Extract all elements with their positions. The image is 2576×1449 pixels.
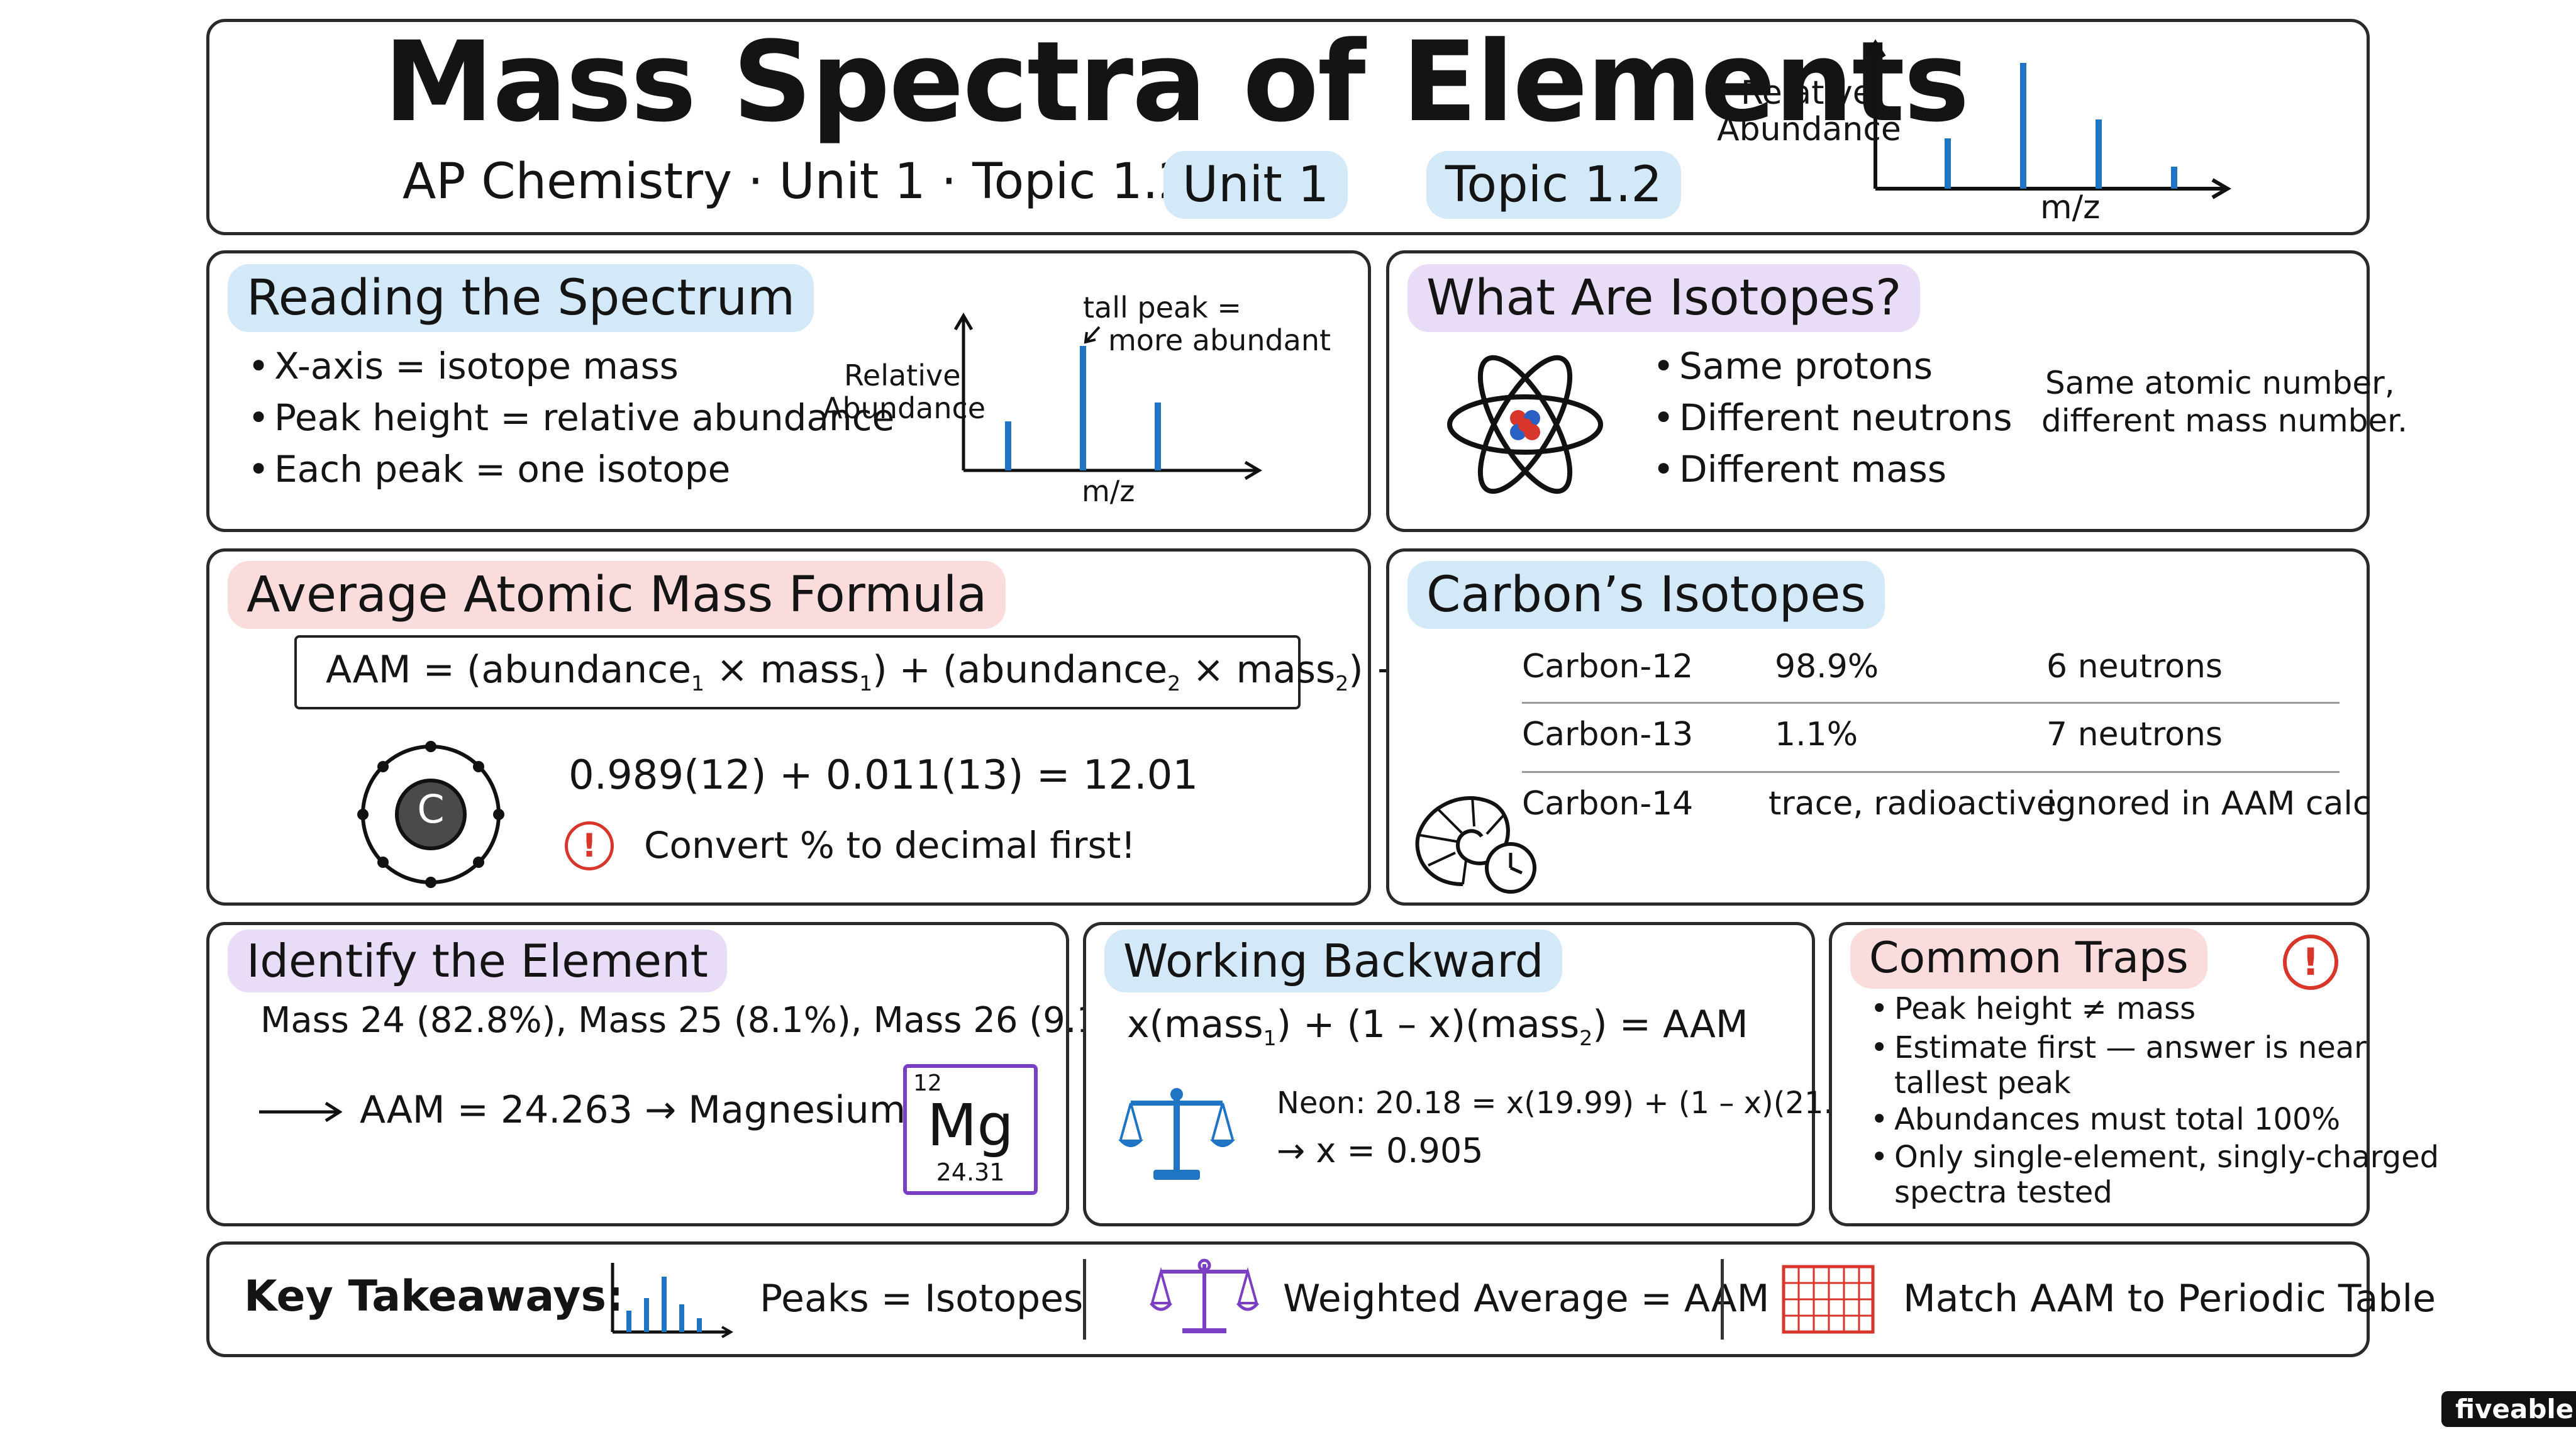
reading-graph-xlabel: m/z (1082, 474, 1135, 508)
identify-data-line: Mass 24 (82.8%), Mass 25 (8.1%), Mass 26… (260, 1000, 1146, 1041)
page-subtitle: AP Chemistry · Unit 1 · Topic 1.2 (402, 153, 1190, 210)
header-graph-xlabel: m/z (2040, 189, 2101, 226)
reading-bullet-1: X-axis = isotope mass (248, 345, 679, 387)
takeaways-label: Key Takeaways: (244, 1272, 624, 1321)
carbon-row-2-isotope: Carbon-13 (1522, 716, 1694, 753)
header-mass-spectrum-graph (1865, 39, 2231, 199)
identify-title: Identify the Element (228, 930, 727, 992)
reading-spectrum-graph (953, 313, 1262, 480)
trap-2-cont: tallest peak (1894, 1065, 2071, 1101)
carbon-row-2-abundance: 1.1% (1775, 716, 1858, 753)
trap-4-cont: spectra tested (1894, 1175, 2112, 1210)
backward-title: Working Backward (1104, 930, 1563, 992)
reading-graph-ylabel-1: Relative (844, 358, 961, 392)
takeaways-card (206, 1241, 2370, 1357)
trap-4: Only single-element, singly-charged (1870, 1140, 2439, 1175)
mg-atomic-mass: 24.31 (936, 1158, 1005, 1186)
identify-result: AAM = 24.263 → Magnesium (360, 1088, 906, 1132)
header-graph-ylabel-1: Relative (1741, 74, 1873, 112)
mg-symbol: Mg (927, 1092, 1014, 1159)
traps-title: Common Traps (1850, 928, 2207, 989)
reading-bullet-2: Peak height = relative abundance (248, 396, 894, 439)
carbon-row-2-note: 7 neutrons (2046, 716, 2223, 753)
trap-2: Estimate first — answer is near (1870, 1030, 2367, 1065)
isotopes-note-1: Same atomic number, (2045, 365, 2395, 401)
carbon-row-1-abundance: 98.9% (1775, 648, 1879, 686)
carbon-row-1-isotope: Carbon-12 (1522, 648, 1694, 686)
reading-annotation-2: more abundant (1108, 323, 1331, 357)
isotopes-note-2: different mass number. (2041, 402, 2408, 439)
carbon-atom-icon (357, 741, 504, 888)
aam-warning: Convert % to decimal first! (644, 824, 1136, 867)
traps-alert-icon: ! (2283, 935, 2338, 990)
mini-spectrum-icon (611, 1263, 734, 1338)
aam-title: Average Atomic Mass Formula (228, 561, 1006, 629)
unit-badge: Unit 1 (1163, 151, 1348, 219)
atom-icon (1447, 355, 1603, 494)
trap-1: Peak height ≠ mass (1870, 991, 2196, 1026)
isotopes-bullet-2: Different neutrons (1653, 396, 2012, 439)
topic-badge: Topic 1.2 (1426, 151, 1682, 219)
carbon-row-1-note: 6 neutrons (2046, 648, 2223, 686)
fossil-clock-icon (1415, 796, 1536, 894)
carbon-row-3-abundance: trace, radioactive (1768, 785, 2057, 823)
purple-scale-icon (1150, 1258, 1259, 1333)
aam-formula-box (294, 635, 1301, 709)
carbon-row-divider (1522, 771, 2340, 773)
periodic-table-icon (1782, 1265, 1875, 1334)
aam-example: 0.989(12) + 0.011(13) = 12.01 (569, 752, 1199, 799)
mg-element-tile (903, 1064, 1038, 1195)
header-graph-ylabel-2: Abundance (1717, 111, 1901, 148)
takeaway-3: Match AAM to Periodic Table (1903, 1277, 2436, 1321)
reading-bullet-3: Each peak = one isotope (248, 448, 730, 491)
takeaway-divider (1721, 1259, 1724, 1340)
backward-formula: x(mass1) + (1 – x)(mass2) = AAM (1127, 1002, 1748, 1050)
reading-graph-ylabel-2: Abundance (823, 391, 986, 425)
carbon-atom-symbol: C (417, 786, 445, 832)
isotopes-bullet-3: Different mass (1653, 448, 1946, 491)
carbon-row-3-note: ignored in AAM calc (2046, 785, 2371, 823)
reading-title: Reading the Spectrum (228, 264, 814, 332)
carbon-title: Carbon’s Isotopes (1407, 561, 1885, 629)
balance-scale-icon (1118, 1088, 1235, 1180)
fiveable-logo: fiveable (2441, 1391, 2576, 1427)
takeaway-2: Weighted Average = AAM (1283, 1277, 1770, 1321)
page-title: Mass Spectra of Elements (384, 18, 1970, 147)
neon-equation: Neon: 20.18 = x(19.99) + (1 – x)(21.99) (1277, 1085, 1884, 1121)
isotopes-bullet-1: Same protons (1653, 345, 1933, 387)
takeaway-divider (1083, 1259, 1086, 1340)
mg-atomic-number: 12 (913, 1070, 942, 1096)
long-arrow-icon (259, 1101, 343, 1123)
neon-answer: → x = 0.905 (1277, 1131, 1484, 1170)
isotopes-title: What Are Isotopes? (1407, 264, 1921, 332)
takeaway-1: Peaks = Isotopes (760, 1277, 1084, 1321)
warning-icon: ! (565, 821, 614, 870)
carbon-row-divider (1522, 702, 2340, 704)
carbon-row-3-isotope: Carbon-14 (1522, 785, 1694, 823)
trap-3: Abundances must total 100% (1870, 1102, 2340, 1137)
aam-formula: AAM = (abundance1 × mass1) + (abundance2… (326, 648, 1457, 696)
reading-annotation-1: tall peak = (1083, 291, 1241, 325)
